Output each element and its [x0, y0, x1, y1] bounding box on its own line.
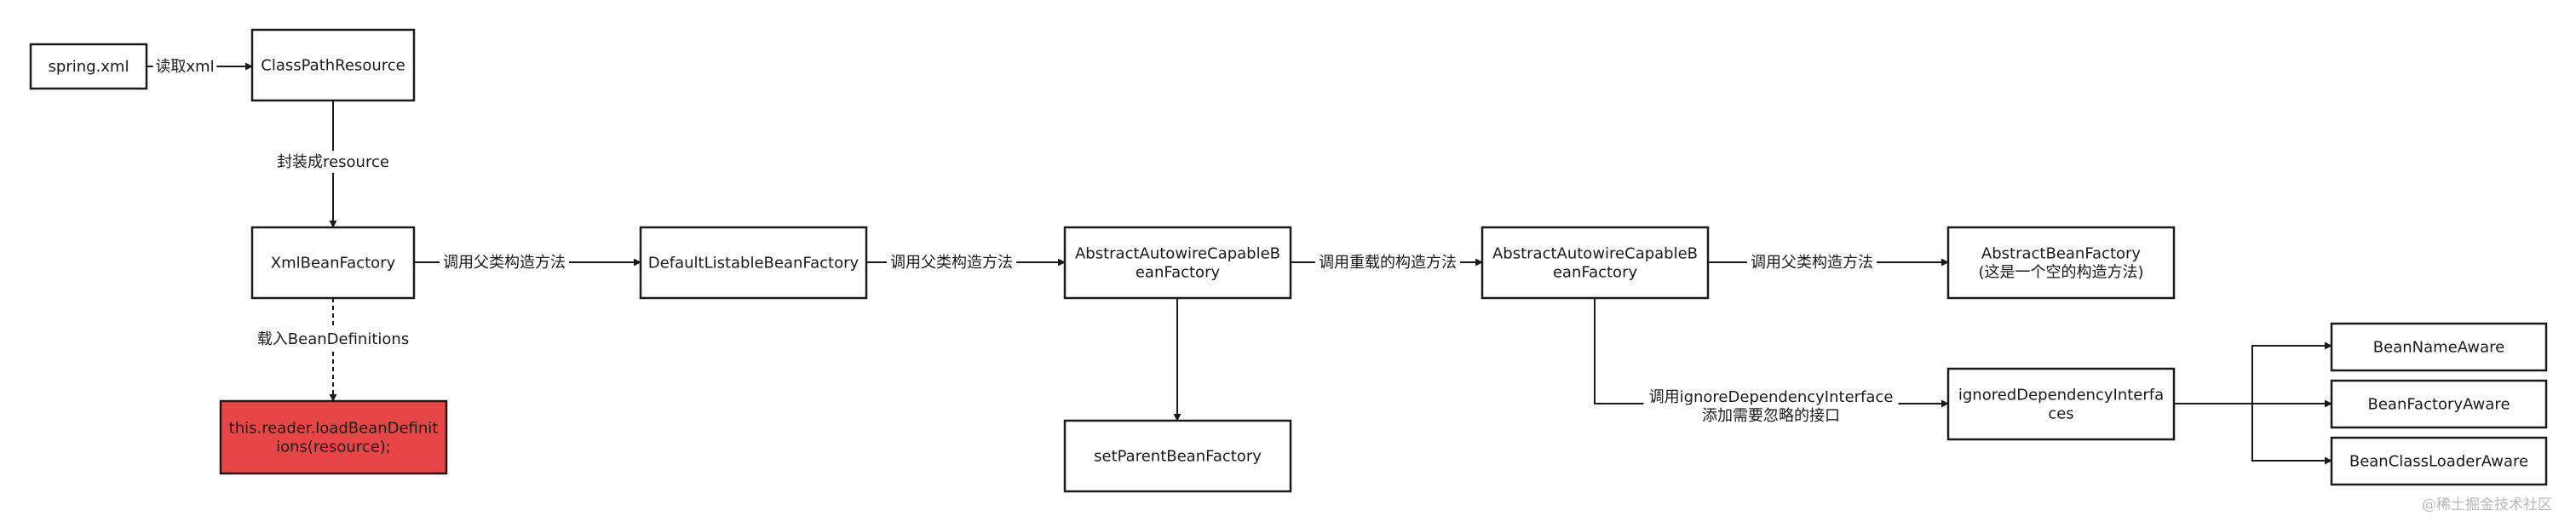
edge-label-background: [440, 251, 569, 273]
edge-label-line: 载入BeanDefinitions: [257, 330, 409, 348]
node-bean-class-loader-aware: BeanClassLoaderAware: [2330, 436, 2548, 486]
node-box: [29, 43, 148, 90]
node-box: [1063, 419, 1292, 493]
node-label-line: AbstractBeanFactory: [1981, 244, 2142, 262]
node-box: [250, 28, 416, 102]
node-label: BeanNameAware: [2373, 338, 2504, 356]
edge-label-background: [152, 55, 217, 77]
node-label-line: ces: [2048, 404, 2073, 422]
node-default-listable-bean-factory: DefaultListableBeanFactory: [639, 226, 868, 300]
edge-label-background: [1747, 251, 1877, 273]
edge-call-parent-3: 调用父类构造方法: [1708, 251, 1949, 273]
node-label-line: ignoredDependencyInterfa: [1958, 386, 2164, 404]
edge-label-line: 调用ignoreDependencyInterface: [1649, 388, 1894, 406]
edge-label: 调用父类构造方法: [443, 254, 566, 272]
node-label: spring.xml: [49, 58, 129, 76]
edge-call-parent-1: 调用父类构造方法: [414, 251, 641, 273]
node-box: [1481, 226, 1710, 300]
node-box: [219, 399, 448, 475]
edge-label: 封装成resource: [277, 153, 389, 171]
node-classpath-resource: ClassPathResource: [250, 28, 416, 102]
edge-label-background: [1315, 251, 1460, 273]
nodes-layer: spring.xml ClassPathResourceXmlBeanFactor…: [29, 28, 2548, 493]
node-label-line: spring.xml: [49, 58, 129, 76]
node-box: [1946, 226, 2176, 300]
edge-label-line: 调用父类构造方法: [890, 254, 1013, 272]
edge-label-line: 调用重载的构造方法: [1319, 254, 1457, 272]
node-label-line: AbstractAutowireCapableB: [1492, 244, 1698, 262]
node-box: [639, 226, 868, 300]
edge-label-line: 封装成resource: [277, 153, 389, 171]
watermark: @稀土掘金技术社区: [2422, 496, 2552, 513]
node-label-line: eanFactory: [1553, 263, 1638, 281]
node-box: [1063, 226, 1292, 300]
edge-line: [2251, 404, 2332, 465]
edge-wrap-resource: 封装成resource: [272, 100, 394, 228]
node-label: ClassPathResource: [261, 56, 405, 74]
edge-label-background: [887, 251, 1016, 273]
node-label-line: AbstractAutowireCapableB: [1075, 244, 1280, 262]
edge-call-overload: 调用重载的构造方法: [1291, 251, 1483, 273]
edge-label-background: [249, 328, 417, 350]
node-spring-xml: spring.xml: [29, 43, 148, 90]
edge-read-xml: 读取xml: [147, 55, 253, 77]
node-label: DefaultListableBeanFactory: [648, 254, 860, 272]
edges-layer: 读取xml 封装成resource 载入BeanDefinitions 调用父类构造方…: [147, 55, 2332, 465]
node-label-line: ions(resource);: [276, 438, 391, 456]
node-box: [2330, 436, 2548, 486]
edge-label-line: 调用父类构造方法: [1751, 254, 1873, 272]
edge-label-line: 添加需要忽略的接口: [1702, 407, 1840, 425]
node-bean-factory-aware: BeanFactoryAware: [2330, 379, 2548, 429]
node-set-parent-bean-factory: setParentBeanFactory: [1063, 419, 1292, 493]
edge-label-background: [272, 151, 394, 173]
node-label-line: BeanNameAware: [2373, 338, 2504, 356]
edge-connector-9: [2174, 345, 2332, 404]
edge-label: 读取xml: [155, 58, 214, 76]
node-box: [250, 226, 416, 300]
edge-call-parent-2: 调用父类构造方法: [866, 251, 1066, 273]
node-box: [2330, 379, 2548, 429]
edge-label: 调用重载的构造方法: [1319, 254, 1457, 272]
node-label-line: setParentBeanFactory: [1094, 447, 1262, 465]
node-bean-name-aware: BeanNameAware: [2330, 322, 2548, 372]
node-box: [1946, 367, 2176, 441]
edge-label: 调用父类构造方法: [890, 254, 1013, 272]
node-label-line: XmlBeanFactory: [271, 254, 396, 272]
node-label: XmlBeanFactory: [271, 254, 396, 272]
edge-connector-12: [2251, 404, 2332, 465]
edge-load-definitions: 载入BeanDefinitions: [249, 298, 417, 402]
node-label-line: (这是一个空的构造方法): [1978, 263, 2143, 281]
node-label-line: DefaultListableBeanFactory: [648, 254, 860, 272]
node-label-line: eanFactory: [1136, 263, 1221, 281]
node-label-line: this.reader.loadBeanDefinit: [229, 419, 439, 437]
edge-label: 载入BeanDefinitions: [257, 330, 409, 348]
edge-label-background: [1643, 386, 1899, 427]
node-label: setParentBeanFactory: [1094, 447, 1262, 465]
edge-label-line: 读取xml: [155, 58, 214, 76]
node-abstract-bean-factory: AbstractBeanFactory(这是一个空的构造方法): [1946, 226, 2176, 300]
edge-label: 调用父类构造方法: [1751, 254, 1873, 272]
node-label-line: BeanFactoryAware: [2367, 395, 2510, 413]
node-label-line: BeanClassLoaderAware: [2349, 452, 2528, 470]
node-label-line: ClassPathResource: [261, 56, 405, 74]
edge-line: [2174, 345, 2332, 404]
node-label: AbstractBeanFactory(这是一个空的构造方法): [1978, 244, 2143, 281]
node-label: BeanFactoryAware: [2367, 395, 2510, 413]
node-box: [2330, 322, 2548, 372]
edge-label-line: 调用父类构造方法: [443, 254, 566, 272]
node-label: BeanClassLoaderAware: [2349, 452, 2528, 470]
node-xml-bean-factory: XmlBeanFactory: [250, 226, 416, 300]
